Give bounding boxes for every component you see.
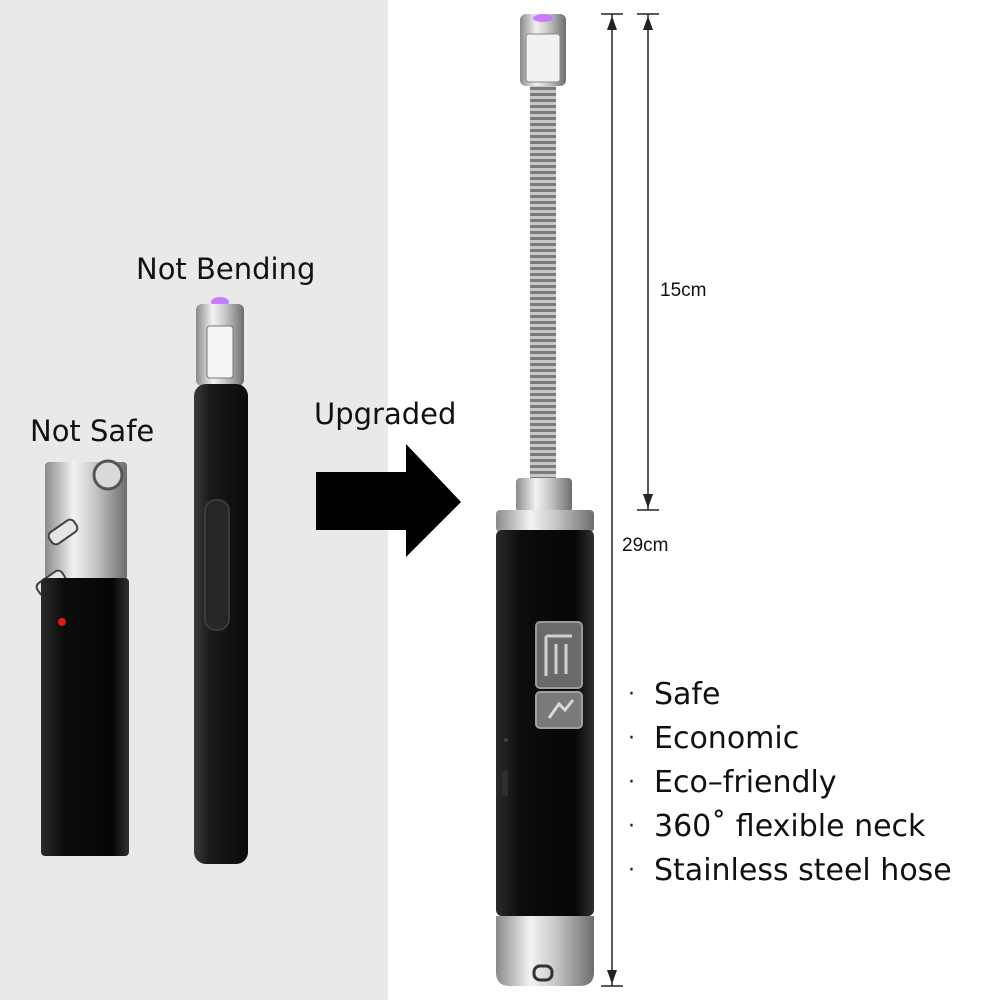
bullet-icon: · <box>628 769 635 795</box>
feature-text: 360˚ flexible neck <box>654 808 926 844</box>
not-safe-label: Not Safe <box>30 414 155 448</box>
feature-text: Economic <box>654 720 800 756</box>
upgrade-arrow-icon <box>316 444 461 557</box>
power-switch <box>535 621 583 689</box>
feature-text: Stainless steel hose <box>654 852 952 888</box>
old-lighter-body <box>41 578 129 856</box>
straight-lighter <box>194 297 248 864</box>
flexible-lighter <box>496 14 594 986</box>
feature-item: · 360˚ flexible neck <box>628 804 952 848</box>
battery-indicator-light <box>504 738 508 742</box>
flexible-lighter-end-cap <box>496 916 594 986</box>
feature-item: · Eco–friendly <box>628 760 952 804</box>
bullet-icon: · <box>628 813 635 839</box>
ignition-button <box>535 691 583 729</box>
total-length-label: 29cm <box>622 535 669 556</box>
old-lighter <box>35 459 129 856</box>
feature-item: · Safe <box>628 672 952 716</box>
feature-text: Safe <box>654 676 721 712</box>
feature-item: · Stainless steel hose <box>628 848 952 892</box>
straight-lighter-button <box>204 499 230 631</box>
neck-length-label: 15cm <box>660 280 707 301</box>
bullet-icon: · <box>628 725 635 751</box>
feature-item: · Economic <box>628 716 952 760</box>
upgraded-label: Upgraded <box>314 397 457 431</box>
lanyard-loop <box>532 964 554 982</box>
measurement-lines <box>601 13 659 987</box>
flexible-lighter-collar <box>516 478 572 512</box>
flexible-lighter-arc <box>533 14 553 22</box>
not-bending-label: Not Bending <box>136 252 316 286</box>
feature-text: Eco–friendly <box>654 764 837 800</box>
bullet-icon: · <box>628 681 635 707</box>
old-lighter-metal-cap <box>45 462 127 580</box>
old-lighter-hinge <box>47 518 79 546</box>
usb-port <box>502 770 508 796</box>
feature-list: · Safe · Economic · Eco–friendly · 360˚ … <box>628 672 952 892</box>
bullet-icon: · <box>628 857 635 883</box>
flexible-neck-hose <box>530 86 556 480</box>
old-lighter-flint-wheel <box>92 459 124 491</box>
old-lighter-red-light <box>58 618 66 626</box>
